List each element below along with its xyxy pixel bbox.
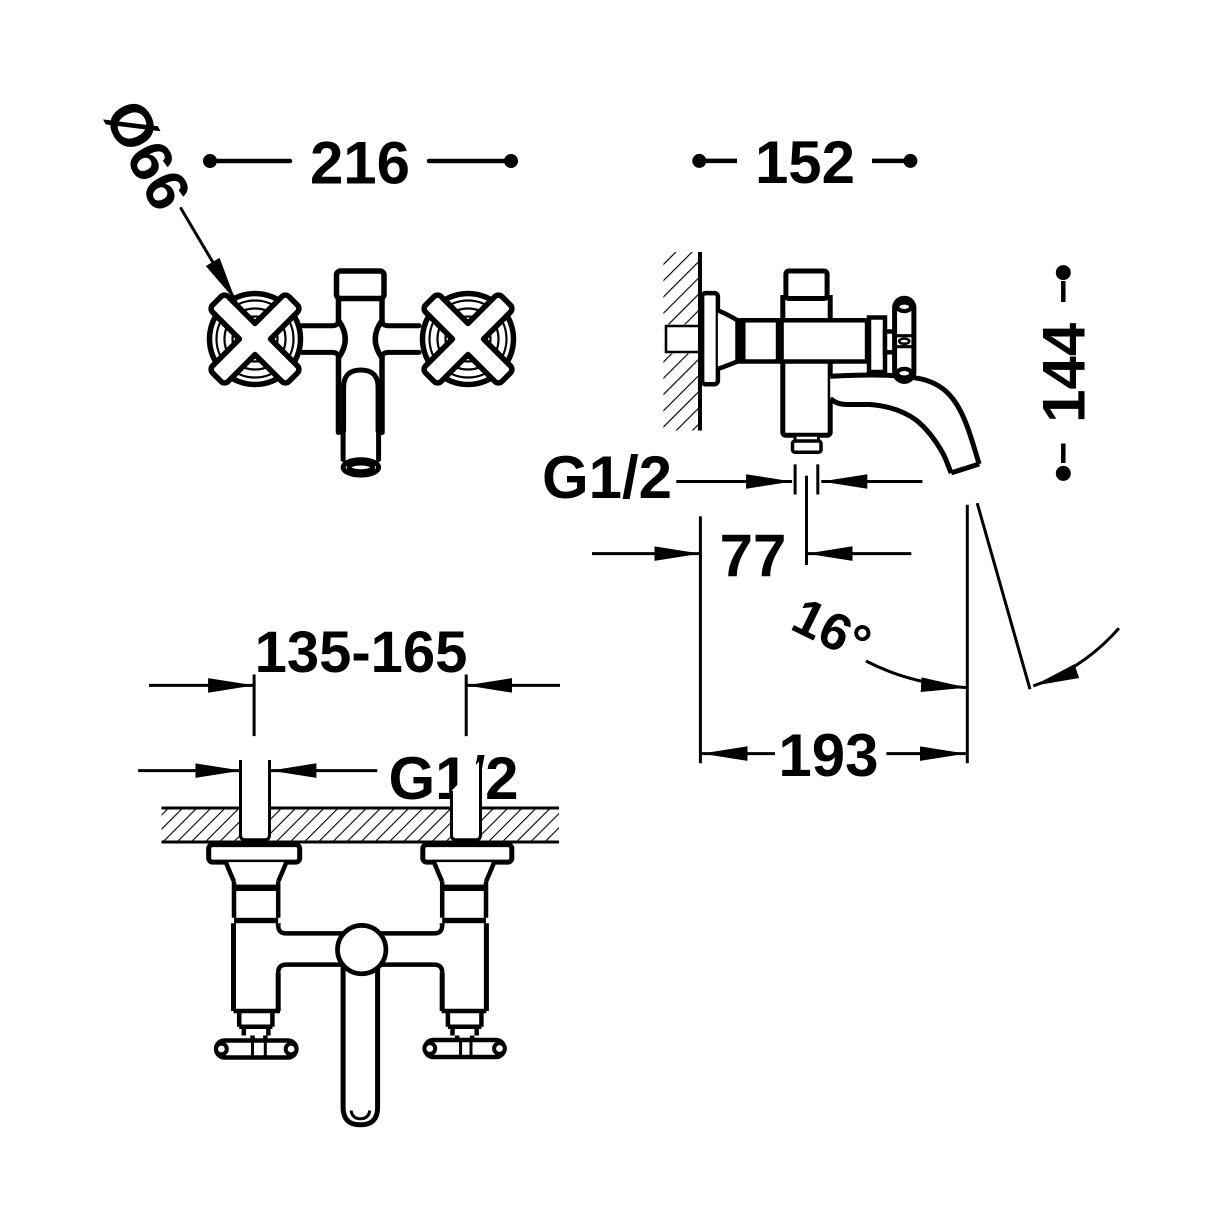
svg-text:G1/2: G1/2 [542, 444, 672, 511]
svg-text:77: 77 [720, 522, 787, 589]
svg-text:152: 152 [755, 129, 855, 196]
svg-text:193: 193 [778, 722, 878, 789]
svg-text:216: 216 [310, 129, 410, 196]
svg-text:144: 144 [1031, 322, 1098, 423]
svg-text:135-165: 135-165 [255, 620, 468, 685]
